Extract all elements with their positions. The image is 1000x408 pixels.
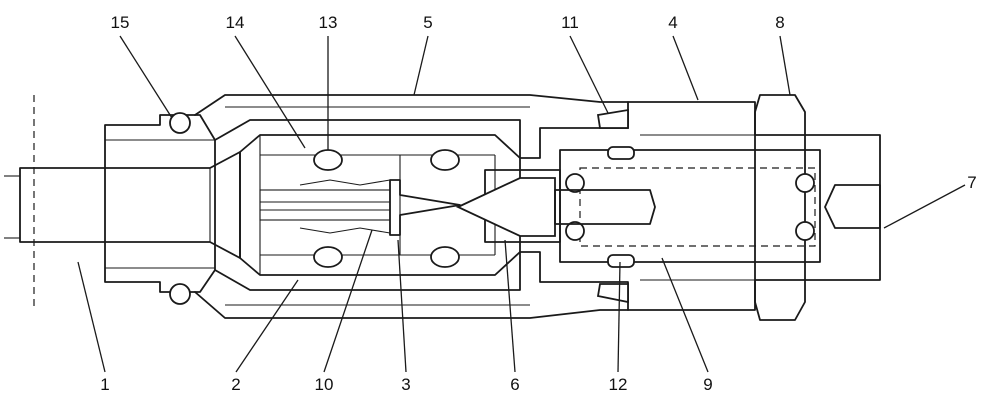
callout-7: 7 [967, 173, 976, 192]
callout-labels: 15 14 13 5 11 4 8 7 1 2 10 3 6 12 9 [100, 13, 976, 394]
callout-14: 14 [226, 13, 245, 32]
callout-6: 6 [510, 375, 519, 394]
callout-11: 11 [561, 13, 579, 32]
adjusting-screw [824, 184, 881, 229]
adjusting-nut [754, 94, 806, 321]
poppet-seat [455, 169, 561, 243]
leader-lines [77, 35, 966, 373]
callout-5: 5 [423, 13, 432, 32]
inlet-nut [104, 114, 216, 293]
callout-10: 10 [315, 375, 334, 394]
o-ring-15 [169, 112, 191, 305]
callout-9: 9 [703, 375, 712, 394]
callout-8: 8 [775, 13, 784, 32]
seal-12 [607, 146, 635, 268]
break-lines [4, 95, 35, 310]
backup-ring-11 [596, 108, 629, 304]
spring [554, 167, 816, 247]
callout-13: 13 [319, 13, 338, 32]
spring-housing [559, 101, 881, 311]
callout-4: 4 [668, 13, 677, 32]
callout-1: 1 [100, 375, 109, 394]
callout-3: 3 [401, 375, 410, 394]
inlet-shaft [19, 151, 241, 259]
piston-assembly [259, 179, 461, 236]
callout-12: 12 [609, 375, 628, 394]
outer-housing [194, 94, 629, 319]
callout-2: 2 [231, 375, 240, 394]
callout-15: 15 [111, 13, 130, 32]
